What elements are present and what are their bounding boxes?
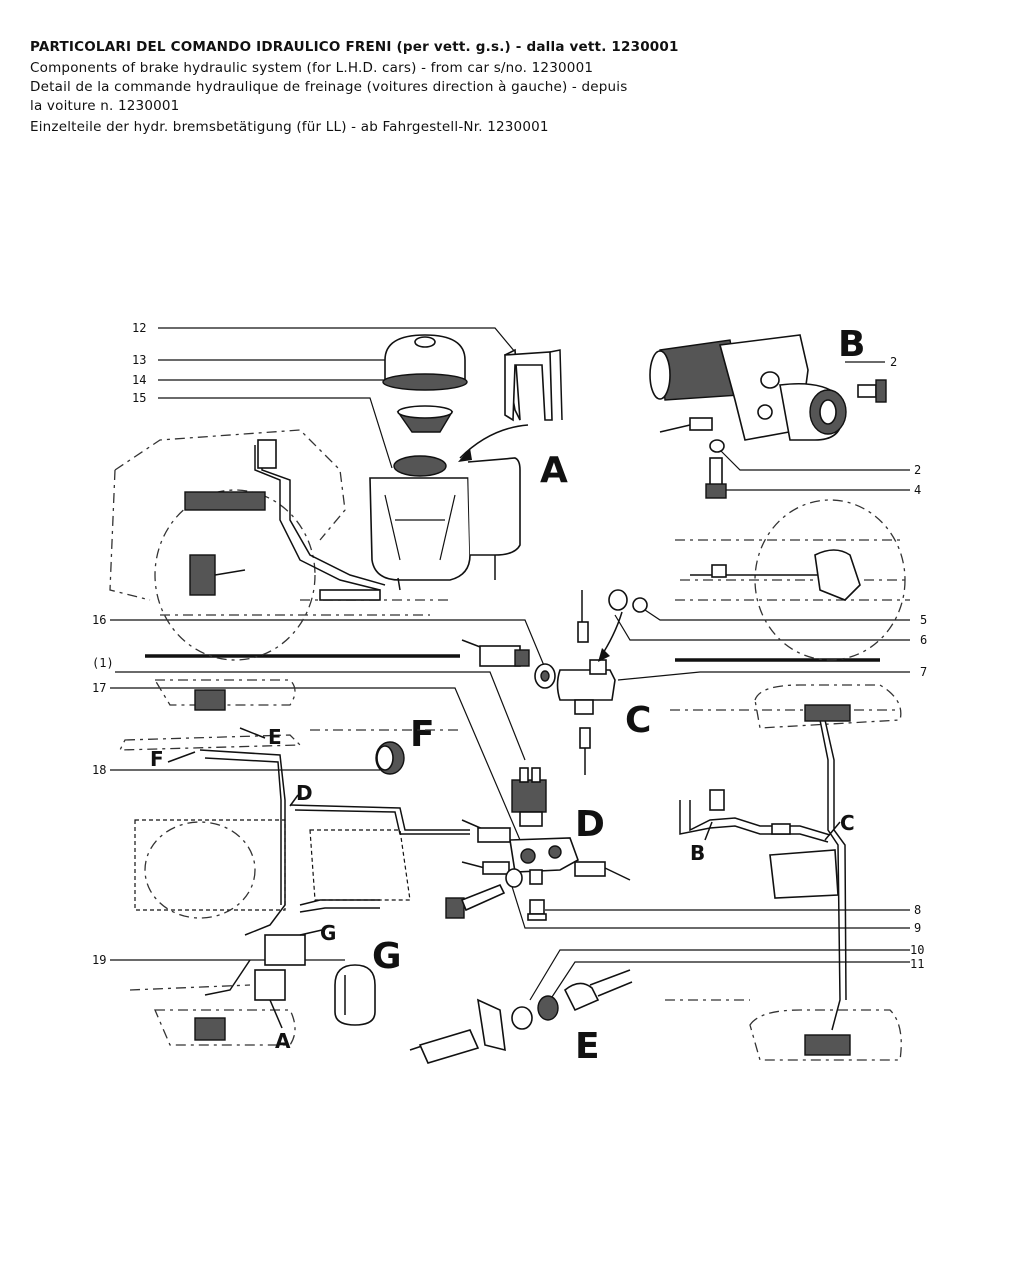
- pipe-fitting-top: [659, 417, 713, 433]
- callout-11: 11: [910, 957, 924, 971]
- group-label-a: A: [540, 450, 568, 491]
- callout-16: 16: [92, 613, 106, 627]
- nut-5-washer-6: [608, 589, 648, 613]
- title-french-line2: la voiture n. 1230001: [30, 98, 180, 114]
- tee-vertical-pipes: [577, 590, 591, 775]
- group-label-g: G: [372, 936, 402, 977]
- pipe-union-16: [461, 639, 530, 667]
- callout-8: 8: [914, 903, 921, 917]
- reservoir-bracket-12: [504, 348, 563, 422]
- title-english: Components of brake hydraulic system (fo…: [30, 60, 594, 76]
- callout-10: 10: [910, 943, 924, 957]
- rear-car-outline: [675, 499, 910, 661]
- grommet-18: [375, 741, 405, 775]
- callout-9: 9: [914, 921, 921, 935]
- inset-label-a: A: [275, 1029, 291, 1053]
- group-letters: A B C D E F G: [372, 324, 865, 1067]
- title-german: Einzelteile der hydr. bremsbetätigung (f…: [30, 119, 549, 135]
- callout-5: 5: [920, 613, 927, 627]
- callout-12: 12: [132, 321, 146, 335]
- inset-label-c: C: [840, 811, 855, 835]
- chassis-outline-lower-left: [118, 679, 460, 1046]
- callout-14: 14: [132, 373, 146, 387]
- callout-4: 4: [914, 483, 921, 497]
- bolt-8-9: [445, 883, 547, 921]
- front-brake-pipework: [184, 439, 386, 601]
- group-label-c: C: [625, 700, 651, 741]
- group-label-f: F: [410, 714, 435, 755]
- title-italian: PARTICOLARI DEL COMANDO IDRAULICO FRENI …: [30, 39, 679, 55]
- rear-axle-outline: [665, 684, 902, 1061]
- reservoir-15: [369, 455, 521, 591]
- bleed-fitting-2: [857, 379, 887, 403]
- brake-hose-e: [409, 969, 633, 1064]
- distributor-d: [461, 819, 631, 888]
- callout-6: 6: [920, 633, 927, 647]
- group-label-d: D: [575, 804, 605, 845]
- left-leader-lines: [110, 327, 546, 961]
- tee-connector-c: [534, 659, 616, 715]
- callout-15: 15: [132, 391, 146, 405]
- chassis-inset-arrows: [167, 727, 841, 1029]
- callout-7: 7: [920, 665, 927, 679]
- reservoir-seal-14: [396, 405, 454, 433]
- inset-label-g: G: [320, 921, 336, 945]
- title-french-line1: Detail de la commande hydraulique de fre…: [30, 79, 628, 95]
- arrow-head-c: [598, 648, 610, 662]
- callout-19: 19: [92, 953, 106, 967]
- chassis-inset-labels: E F D G A B C: [150, 725, 855, 1053]
- callout-17: 17: [92, 681, 106, 695]
- bolt-4: [705, 457, 727, 499]
- inset-label-e: E: [268, 725, 282, 749]
- callout-2a: 2: [890, 355, 897, 369]
- inset-label-d: D: [296, 781, 313, 805]
- rear-axle-pipes: [679, 704, 851, 1056]
- callout-numbers: 12 13 14 15 16 (1) 17 18 19 2 2 4 5 6 7 …: [92, 321, 927, 971]
- callout-2b: 2: [914, 463, 921, 477]
- washer-2: [709, 439, 725, 453]
- callout-1: (1): [92, 656, 114, 670]
- group-label-e: E: [575, 1026, 600, 1067]
- callout-13: 13: [132, 353, 146, 367]
- right-leader-lines: [509, 361, 910, 1001]
- inset-label-b: B: [690, 841, 705, 865]
- arrow-a-reservoir: [459, 424, 529, 459]
- group-label-b: B: [838, 324, 865, 365]
- engine-block-outline: [134, 819, 411, 919]
- clip-19: [334, 964, 376, 1026]
- pressure-switch-1: [511, 767, 547, 827]
- callout-18: 18: [92, 763, 106, 777]
- arrow-head-a: [458, 448, 472, 462]
- master-cylinder-b: [649, 334, 847, 441]
- reservoir-cap-13: [382, 334, 468, 391]
- inset-label-f: F: [150, 747, 164, 771]
